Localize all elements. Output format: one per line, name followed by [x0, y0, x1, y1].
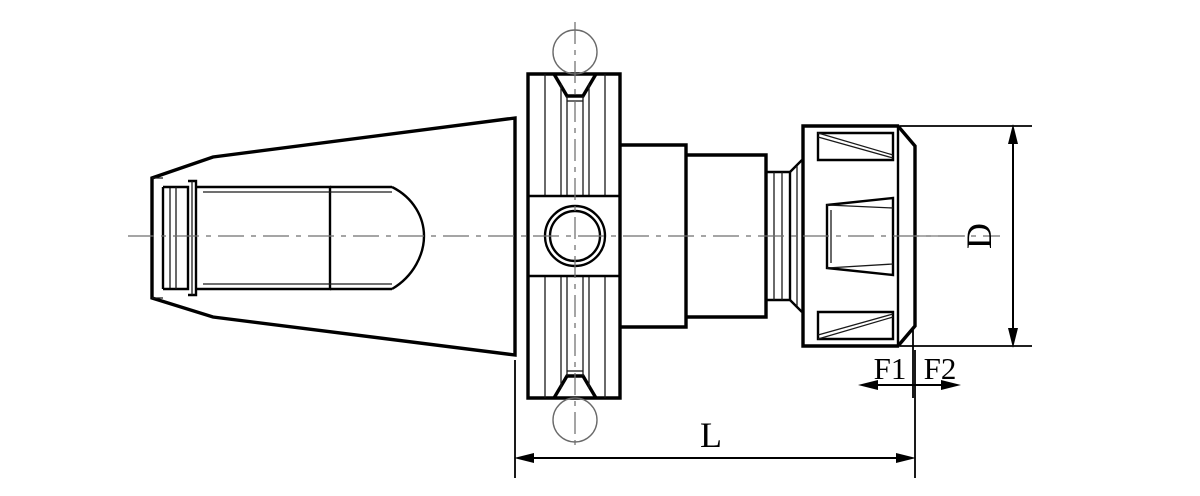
pull-stud-bore — [161, 179, 426, 297]
taper-shank — [150, 116, 517, 357]
dimension-label-L: L — [700, 415, 722, 455]
dimension-label-F2: F2 — [924, 351, 957, 386]
dimension-F1-F2: F1 F2 — [858, 330, 961, 398]
dimension-L: L — [514, 350, 916, 478]
dimension-D: D — [900, 124, 1032, 348]
nut-knurl-top — [816, 131, 895, 162]
nut-knurl-middle — [825, 196, 895, 277]
dimension-label-F1: F1 — [874, 351, 907, 386]
nut-knurl-bottom — [816, 310, 895, 341]
dimension-label-D: D — [959, 223, 999, 249]
